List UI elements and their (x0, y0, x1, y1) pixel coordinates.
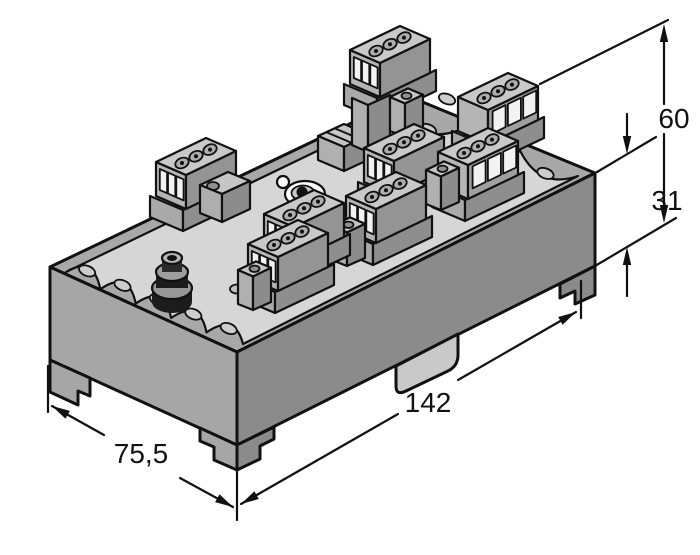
dim-label-total-height: 60 (658, 103, 689, 134)
pillar-hole-4 (236, 260, 273, 312)
foot-front-right (235, 425, 276, 472)
cable-gland (150, 250, 194, 313)
extension-line-rim (595, 135, 658, 174)
dim-label-width: 75,5 (114, 438, 169, 469)
arrowhead-down (622, 136, 632, 154)
din-rail-tab (394, 332, 460, 395)
extension-line-bottom (593, 216, 678, 268)
dimension-total-height: 60 (538, 18, 690, 223)
arrowhead-up (622, 247, 632, 265)
arrowhead-down (659, 205, 669, 223)
arrowhead-left (241, 491, 259, 504)
extension-line-top (538, 18, 670, 86)
dimension-width: 75,5 (46, 364, 235, 509)
dim-label-length: 142 (405, 387, 452, 418)
dim-label-base-height: 31 (651, 185, 682, 216)
arrowhead-left (52, 406, 70, 419)
foot-left (48, 358, 92, 407)
dimension-base-height: 31 (593, 112, 683, 298)
arrowhead-up (659, 24, 669, 42)
arrowhead-right (215, 494, 233, 507)
dimension-length: 142 (235, 279, 583, 522)
side-attachment-box (198, 170, 252, 224)
arrowhead-right (558, 312, 576, 325)
terminal-blocks (148, 24, 546, 315)
pillar-hole-2 (424, 160, 461, 212)
